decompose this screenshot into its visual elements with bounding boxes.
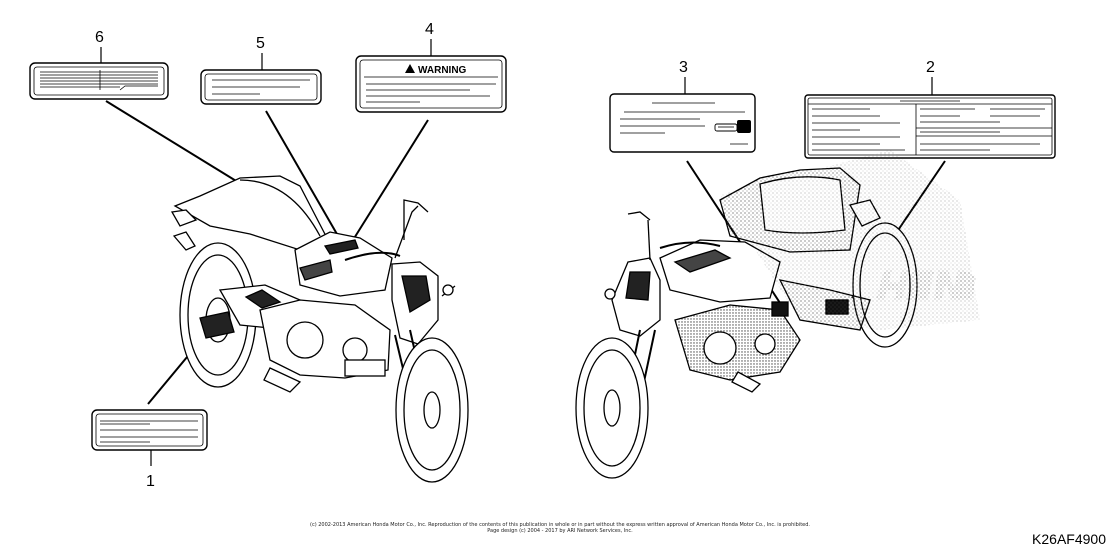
- label-4: WARNING: [355, 55, 507, 113]
- callout-4: 4: [425, 21, 434, 38]
- callout-5: 5: [256, 35, 265, 52]
- label-2: [804, 94, 1056, 159]
- label-6: [29, 62, 169, 100]
- honda-watermark: [876, 270, 976, 300]
- motorcycle-left-view: [170, 175, 469, 483]
- callout-1: 1: [146, 473, 155, 490]
- pointer-5: [265, 110, 346, 249]
- label-5: [200, 69, 322, 105]
- copyright-line-2: Page design (c) 2004 - 2017 by ARI Netwo…: [487, 528, 633, 534]
- callout-2: 2: [926, 59, 935, 76]
- label-1: [91, 409, 208, 451]
- diagram-code: K26AF4900: [1032, 531, 1106, 547]
- tool-icon: [714, 120, 751, 133]
- warning-triangle-icon: [405, 64, 415, 73]
- warning-label: WARNING: [418, 65, 467, 76]
- shading-area: [720, 150, 980, 330]
- pointer-4: [347, 119, 429, 249]
- callout-6: 6: [95, 29, 104, 46]
- callout-3: 3: [679, 59, 688, 76]
- copyright-line-1: (c) 2002-2013 American Honda Motor Co., …: [310, 522, 810, 528]
- label-3: [609, 93, 756, 153]
